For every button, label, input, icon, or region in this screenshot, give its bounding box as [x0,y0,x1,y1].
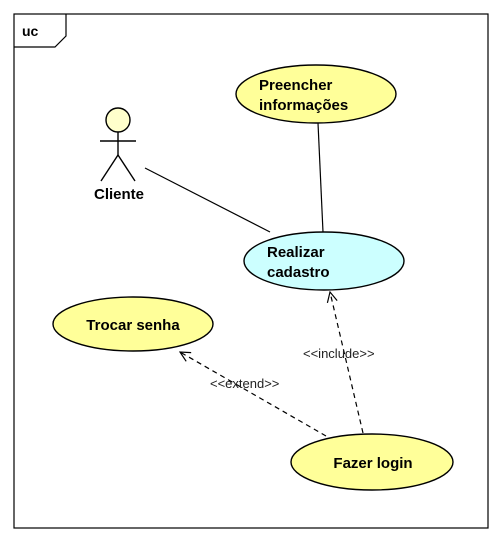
use-case-ellipse [243,231,405,291]
include-label: <<include>> [303,346,375,361]
actor-right-leg [117,154,136,182]
association-cliente-realizar [144,167,271,233]
use-case-trocar-senha[interactable]: Trocar senha [52,296,214,352]
use-case-ellipse [52,296,214,352]
use-case-ellipse [235,64,397,124]
use-case-label-line2: informações [259,97,348,114]
use-case-label: Trocar senha [86,317,180,334]
frame-label-tab [14,14,67,48]
frame-label: uc [22,23,39,39]
extend-arrow [180,352,327,437]
association-preencher-realizar [317,122,324,233]
use-case-label: Fazer login [333,455,412,472]
extend-label: <<extend>> [210,376,279,391]
use-case-ellipse [290,433,454,491]
use-case-realizar-cadastro[interactable]: Realizar cadastro [243,231,405,291]
use-case-fazer-login[interactable]: Fazer login [290,433,454,491]
include-arrow [330,292,364,434]
use-case-preencher-informacoes[interactable]: Preencher informações [235,64,397,124]
use-case-label-line1: Preencher [259,77,333,94]
use-case-label-line1: Realizar [267,244,325,261]
actor-left-leg [100,154,119,182]
use-case-label-line2: cadastro [267,264,330,281]
actor-cliente[interactable]: Cliente [94,107,144,203]
actor-label: Cliente [94,186,144,203]
actor-head [105,107,131,133]
